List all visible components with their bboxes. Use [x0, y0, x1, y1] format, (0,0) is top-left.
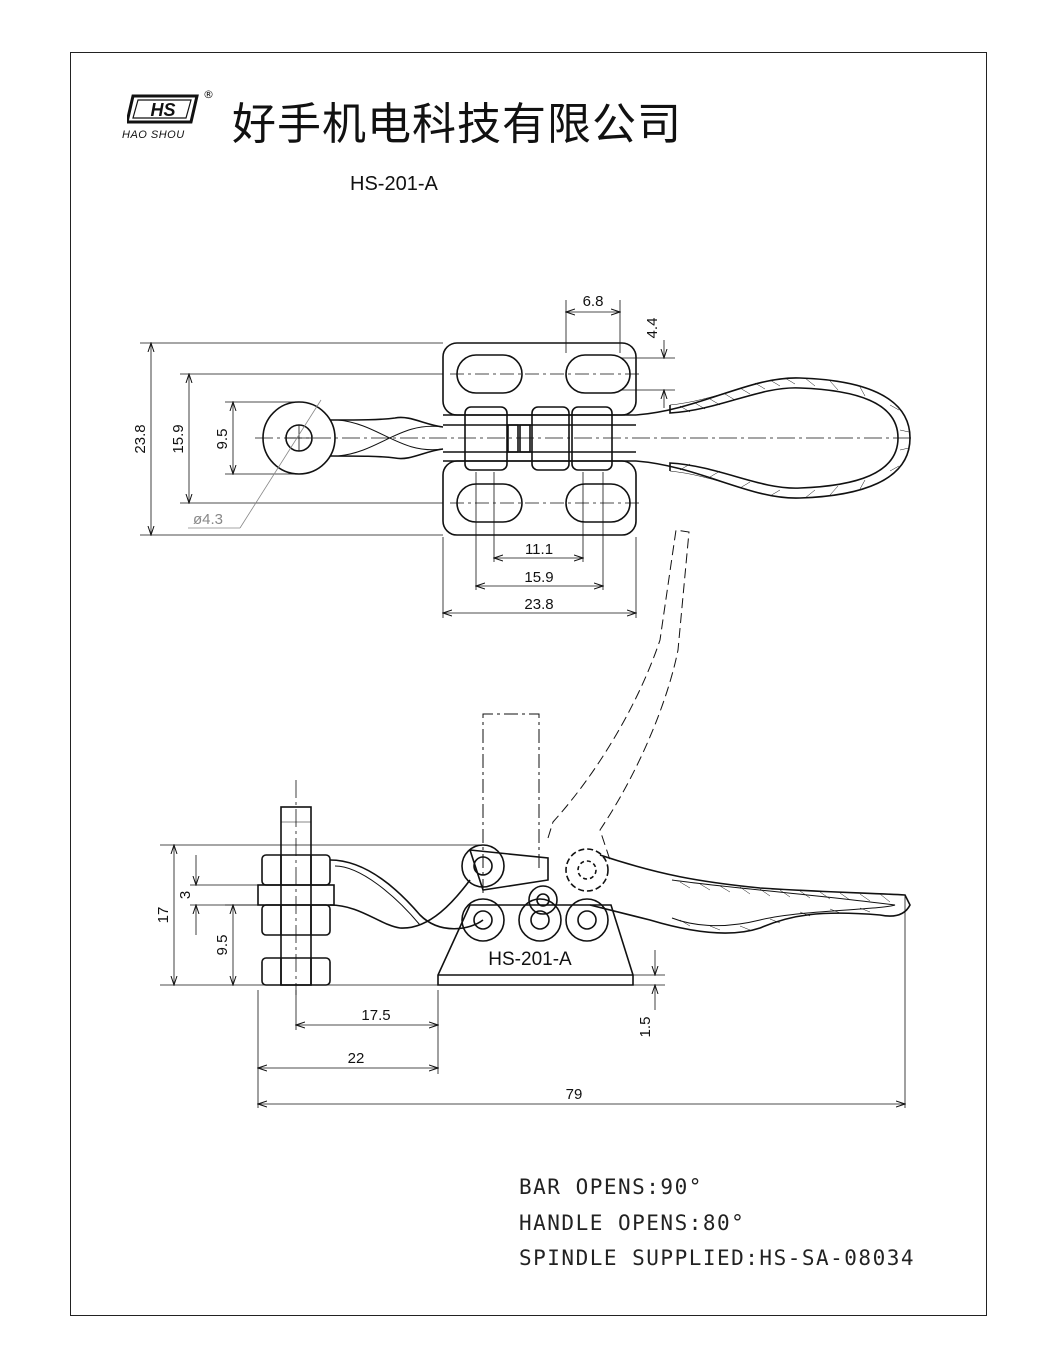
- handle-grip-hatch: [679, 377, 910, 499]
- dim-label: 17.5: [361, 1007, 390, 1024]
- washer: [257, 884, 335, 906]
- dim-label: 17: [155, 907, 172, 924]
- dim-label: 11.1: [525, 541, 553, 558]
- model-title: HS-201-A: [350, 173, 438, 195]
- dim-label: 15.9: [524, 569, 553, 586]
- side-handle-grip-hatch: [679, 881, 891, 931]
- dim-label: 1.5: [637, 1017, 654, 1038]
- base-plate-bottom: [442, 460, 637, 536]
- base-plate-top: [442, 342, 637, 416]
- top-view-labels: 6.8 4.4 23.8 15.9 9.5 ø4.3 11.1 15.9 23.…: [132, 293, 661, 613]
- logo-mark: HS: [150, 100, 175, 120]
- dim-label: 79: [566, 1086, 583, 1103]
- company-name: 好手机电科技有限公司: [232, 99, 682, 150]
- logo-subtitle: HAO SHOU: [122, 129, 185, 141]
- dim-label: 9.5: [214, 429, 231, 450]
- side-view: [257, 529, 911, 1108]
- dim-label: 3: [177, 891, 194, 899]
- spec-handle-opens: HANDLE OPENS:80°: [519, 1211, 746, 1235]
- dim-label: 4.4: [644, 318, 661, 339]
- body-label: HS-201-A: [488, 949, 572, 970]
- side-view-labels: 17 3 9.5 17.5 22 1.5 79: [155, 891, 654, 1103]
- drawing-frame: [70, 52, 987, 1316]
- dim-label: 22: [348, 1050, 365, 1067]
- top-view-dimensions: [140, 300, 675, 618]
- hs-logo: HS: [127, 94, 199, 124]
- registered-mark: ®: [203, 88, 214, 101]
- spec-spindle-supplied: SPINDLE SUPPLIED:HS-SA-08034: [519, 1246, 916, 1270]
- dim-label: 23.8: [524, 596, 553, 613]
- spec-bar-opens: BAR OPENS:90°: [519, 1175, 703, 1199]
- dim-label: 9.5: [214, 935, 231, 956]
- dim-label: 15.9: [170, 424, 187, 453]
- top-view: [255, 342, 915, 536]
- base-plate: [437, 904, 634, 986]
- dim-label: 23.8: [132, 424, 149, 453]
- dim-label: ø4.3: [193, 511, 223, 528]
- side-view-dimensions: [160, 845, 905, 1108]
- dim-label: 6.8: [583, 293, 604, 310]
